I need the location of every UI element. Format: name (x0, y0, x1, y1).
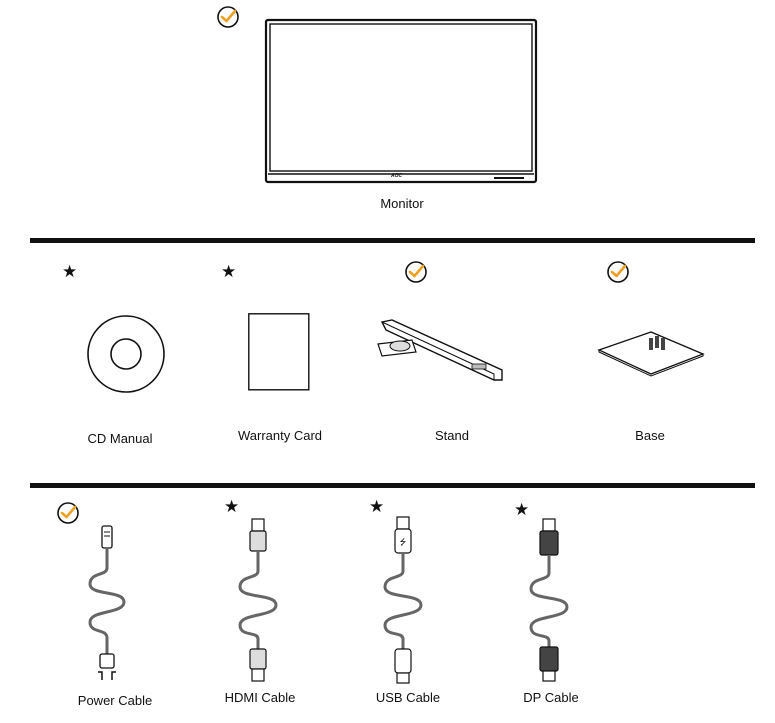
warranty-card-label: Warranty Card (237, 428, 323, 443)
optional-star-icon: ★ (62, 262, 78, 281)
base-illustration (597, 331, 705, 377)
cd-disc-illustration (87, 315, 165, 393)
stand-label: Stand (435, 428, 469, 443)
optional-star-icon: ★ (221, 262, 237, 281)
stand-illustration (377, 319, 503, 381)
section-divider-1 (30, 238, 755, 243)
base-label: Base (635, 428, 665, 443)
power-cable-illustration (88, 525, 126, 680)
section-divider-2 (30, 483, 755, 488)
included-check-icon (57, 502, 79, 524)
monitor-label: Monitor (380, 196, 424, 211)
usb-cable-illustration: ⭍ (383, 516, 423, 684)
included-check-icon (607, 261, 629, 283)
monitor-brand-logo: AOC (391, 173, 403, 179)
included-check-icon (405, 261, 427, 283)
included-check-icon (217, 6, 239, 28)
monitor-illustration (264, 18, 538, 184)
cd-manual-label: CD Manual (87, 431, 153, 446)
dp-cable-illustration (529, 518, 569, 682)
hdmi-cable-illustration (238, 518, 278, 682)
optional-star-icon: ★ (224, 497, 240, 516)
hdmi-cable-label: HDMI Cable (224, 690, 296, 705)
dp-cable-label: DP Cable (523, 690, 579, 705)
power-cable-label: Power Cable (77, 693, 153, 708)
optional-star-icon: ★ (369, 497, 385, 516)
warranty-card-illustration (248, 313, 310, 391)
svg-text:⭍: ⭍ (400, 538, 407, 547)
optional-star-icon: ★ (514, 500, 530, 519)
usb-cable-label: USB Cable (375, 690, 441, 705)
